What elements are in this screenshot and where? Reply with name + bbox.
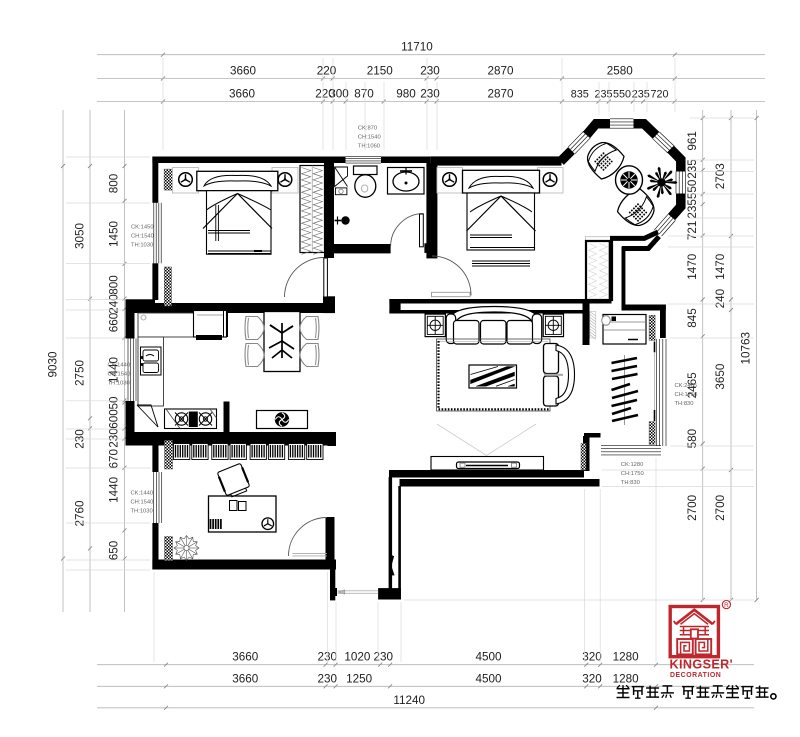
svg-text:3660: 3660 bbox=[229, 88, 256, 101]
svg-text:660: 660 bbox=[108, 312, 121, 332]
svg-text:600: 600 bbox=[108, 409, 121, 429]
svg-text:320: 320 bbox=[582, 651, 602, 664]
svg-text:CH:1540: CH:1540 bbox=[131, 234, 154, 240]
svg-text:720: 720 bbox=[650, 89, 668, 101]
svg-text:CH:1750: CH:1750 bbox=[621, 471, 644, 477]
svg-text:1020: 1020 bbox=[344, 651, 371, 664]
svg-text:235: 235 bbox=[686, 199, 699, 219]
svg-text:320: 320 bbox=[582, 672, 602, 685]
svg-text:CK:2465: CK:2465 bbox=[675, 383, 698, 389]
svg-text:550: 550 bbox=[686, 179, 699, 199]
svg-text:4500: 4500 bbox=[475, 672, 502, 685]
svg-text:2700: 2700 bbox=[714, 494, 727, 521]
svg-text:961: 961 bbox=[686, 131, 699, 151]
svg-text:845: 845 bbox=[686, 308, 699, 328]
svg-text:2150: 2150 bbox=[367, 65, 394, 78]
svg-text:800: 800 bbox=[108, 275, 121, 295]
svg-text:CK:1440: CK:1440 bbox=[131, 491, 154, 497]
svg-text:230: 230 bbox=[317, 672, 337, 685]
svg-text:TH:830: TH:830 bbox=[675, 401, 694, 407]
svg-text:TH:1030: TH:1030 bbox=[108, 381, 130, 387]
svg-text:CH:1750: CH:1750 bbox=[675, 392, 698, 398]
svg-text:11710: 11710 bbox=[401, 41, 433, 54]
svg-text:235: 235 bbox=[632, 89, 650, 101]
svg-text:240: 240 bbox=[108, 294, 121, 314]
svg-text:220: 220 bbox=[317, 65, 337, 78]
svg-text:4500: 4500 bbox=[475, 651, 502, 664]
svg-text:TH:1060: TH:1060 bbox=[358, 144, 380, 150]
svg-text:CH:1540: CH:1540 bbox=[358, 135, 381, 141]
svg-text:670: 670 bbox=[108, 448, 121, 468]
svg-text:10763: 10763 bbox=[740, 332, 753, 365]
svg-text:1470: 1470 bbox=[686, 253, 699, 280]
svg-text:550: 550 bbox=[613, 89, 631, 101]
svg-text:2870: 2870 bbox=[487, 65, 514, 78]
svg-text:KINGSER': KINGSER' bbox=[670, 657, 734, 671]
svg-text:CK:1450: CK:1450 bbox=[131, 225, 154, 231]
svg-text:CH:1540: CH:1540 bbox=[131, 500, 154, 506]
svg-text:2750: 2750 bbox=[74, 360, 87, 387]
svg-text:CH:1540: CH:1540 bbox=[108, 372, 131, 378]
svg-text:1440: 1440 bbox=[108, 476, 121, 503]
svg-text:300: 300 bbox=[329, 88, 349, 101]
svg-text:240: 240 bbox=[714, 288, 727, 308]
svg-text:1440: 1440 bbox=[108, 357, 121, 384]
svg-text:580: 580 bbox=[686, 428, 699, 448]
svg-text:650: 650 bbox=[108, 540, 121, 560]
svg-text:3050: 3050 bbox=[74, 223, 87, 250]
svg-text:TH:1030: TH:1030 bbox=[131, 243, 153, 249]
svg-text:800: 800 bbox=[108, 173, 121, 193]
svg-text:2465: 2465 bbox=[686, 372, 699, 399]
svg-text:CK:870: CK:870 bbox=[358, 126, 377, 132]
svg-text:2580: 2580 bbox=[607, 65, 634, 78]
svg-text:980: 980 bbox=[396, 88, 416, 101]
svg-text:3660: 3660 bbox=[232, 672, 259, 685]
svg-text:R: R bbox=[724, 602, 729, 609]
svg-text:835: 835 bbox=[571, 89, 589, 101]
svg-text:TH:830: TH:830 bbox=[621, 480, 640, 486]
svg-text:220: 220 bbox=[315, 88, 335, 101]
svg-text:50: 50 bbox=[108, 396, 121, 410]
svg-text:9030: 9030 bbox=[47, 351, 60, 378]
svg-text:235: 235 bbox=[594, 89, 612, 101]
svg-text:1280: 1280 bbox=[613, 651, 640, 664]
svg-text:1280: 1280 bbox=[613, 672, 640, 685]
svg-text:2703: 2703 bbox=[714, 163, 727, 189]
svg-text:3660: 3660 bbox=[232, 651, 259, 664]
svg-text:870: 870 bbox=[354, 88, 374, 101]
svg-text:3660: 3660 bbox=[230, 65, 257, 78]
svg-text:2870: 2870 bbox=[487, 88, 514, 101]
svg-text:TH:1030: TH:1030 bbox=[131, 509, 153, 515]
svg-text:230: 230 bbox=[374, 651, 394, 664]
svg-text:DECORATION: DECORATION bbox=[670, 672, 721, 679]
svg-text:3650: 3650 bbox=[714, 363, 727, 390]
svg-text:230: 230 bbox=[108, 428, 121, 448]
svg-text:230: 230 bbox=[420, 88, 440, 101]
svg-text:11240: 11240 bbox=[393, 694, 425, 707]
svg-text:CK:1280: CK:1280 bbox=[621, 462, 644, 468]
svg-text:CK:1440: CK:1440 bbox=[108, 363, 131, 369]
svg-text:2760: 2760 bbox=[74, 500, 87, 527]
svg-text:1450: 1450 bbox=[108, 221, 121, 248]
svg-text:2700: 2700 bbox=[686, 494, 699, 521]
svg-text:230: 230 bbox=[420, 65, 440, 78]
svg-text:1250: 1250 bbox=[346, 672, 373, 685]
svg-text:1470: 1470 bbox=[714, 253, 727, 280]
svg-text:721: 721 bbox=[686, 221, 699, 241]
svg-text:235: 235 bbox=[686, 159, 699, 179]
